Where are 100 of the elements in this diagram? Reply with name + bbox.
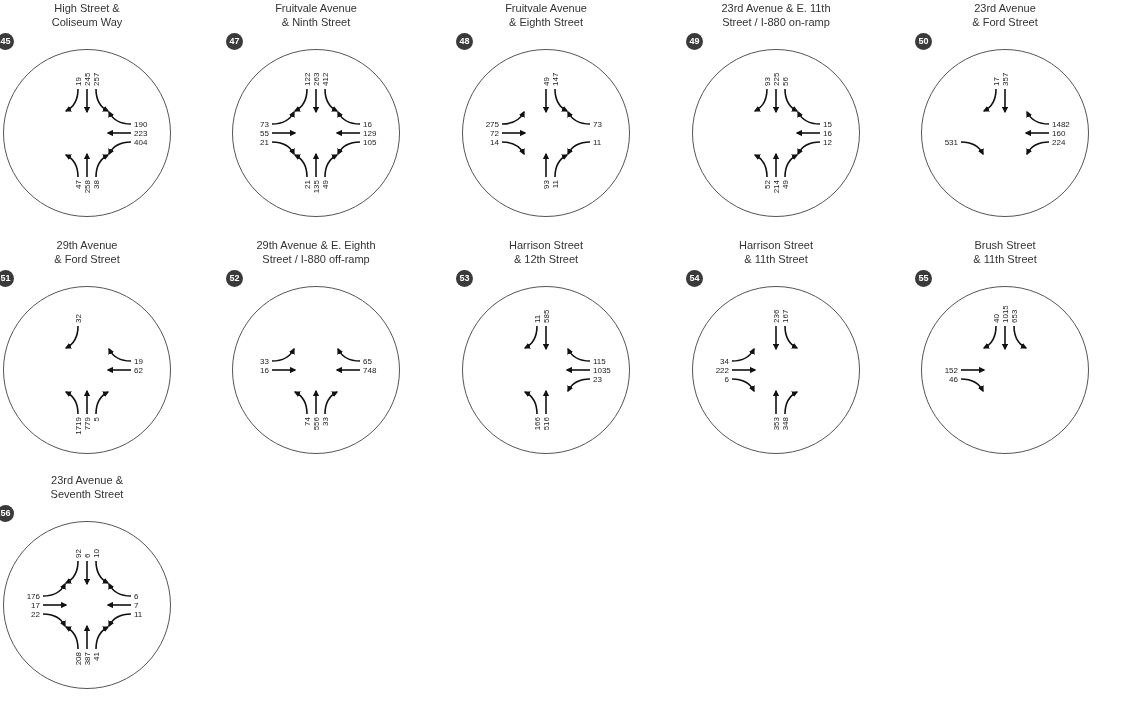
- traffic-volume: 16: [260, 365, 269, 375]
- traffic-volume: 105: [363, 137, 377, 147]
- traffic-volume: 147: [550, 72, 560, 86]
- traffic-volume: 531: [944, 137, 958, 147]
- traffic-volume: 10: [91, 549, 101, 558]
- traffic-volume: 11: [550, 180, 560, 189]
- intersection-title: 29th Avenue & E. Eighth Street / I-880 off-ramp: [255, 238, 377, 266]
- traffic-volume: 585: [541, 309, 551, 323]
- traffic-volume: 12: [823, 137, 832, 147]
- traffic-volume: 214: [771, 180, 781, 194]
- traffic-volume: 166: [532, 417, 542, 431]
- intersection-title: 23rd Avenue & Seventh Street: [49, 473, 125, 501]
- traffic-volume: 46: [949, 374, 958, 384]
- traffic-volume: 21: [260, 137, 269, 147]
- traffic-volume: 348: [780, 417, 790, 431]
- number-badge: 54: [686, 270, 703, 287]
- traffic-volume: 49: [320, 180, 330, 189]
- traffic-volume: 6: [82, 553, 92, 558]
- traffic-volume: 404: [134, 137, 148, 147]
- traffic-volume: 275: [485, 119, 499, 129]
- traffic-volume: 40: [991, 314, 1001, 323]
- traffic-volume: 779: [82, 417, 92, 431]
- traffic-volume: 93: [762, 77, 772, 86]
- traffic-volume: 65: [363, 356, 372, 366]
- traffic-volume: 353: [771, 417, 781, 431]
- traffic-volume: 56: [780, 77, 790, 86]
- traffic-volume: 225: [771, 72, 781, 86]
- traffic-volume: 236: [771, 309, 781, 323]
- traffic-volume: 11: [593, 137, 602, 147]
- traffic-volume: 19: [73, 77, 83, 86]
- traffic-volume: 73: [593, 119, 602, 129]
- intersection-title: 23rd Avenue & Ford Street: [971, 1, 1039, 29]
- number-badge: 48: [456, 33, 473, 50]
- traffic-volume: 224: [1052, 137, 1066, 147]
- number-badge: 55: [915, 270, 932, 287]
- intersection-title: Fruitvale Avenue & Ninth Street: [274, 1, 358, 29]
- traffic-volume: 49: [780, 180, 790, 189]
- traffic-volume: 167: [780, 309, 790, 323]
- traffic-volume: 22: [31, 609, 40, 619]
- intersection-title: Harrison Street & 12th Street: [508, 238, 584, 266]
- traffic-volume: 748: [363, 365, 377, 375]
- traffic-volume: 49: [541, 77, 551, 86]
- intersection-title: Fruitvale Avenue & Eighth Street: [504, 1, 588, 29]
- traffic-volume: 19: [134, 356, 143, 366]
- traffic-volume: 17: [31, 600, 40, 610]
- traffic-volume: 357: [1000, 72, 1010, 86]
- traffic-volume: 74: [302, 417, 312, 426]
- number-badge: 56: [0, 505, 14, 522]
- traffic-volume: 92: [73, 549, 83, 558]
- traffic-volume: 160: [1052, 128, 1066, 138]
- traffic-volume: 52: [762, 180, 772, 189]
- traffic-volume: 1035: [593, 365, 611, 375]
- traffic-volume: 73: [260, 119, 269, 129]
- traffic-volume: 16: [823, 128, 832, 138]
- traffic-volume: 245: [82, 72, 92, 86]
- traffic-volume: 41: [91, 652, 101, 661]
- traffic-volume: 1482: [1052, 119, 1070, 129]
- traffic-volume: 38: [91, 180, 101, 189]
- traffic-volume: 62: [134, 365, 143, 375]
- intersection-title: High Street & Coliseum Way: [50, 1, 124, 29]
- traffic-volume: 34: [720, 356, 729, 366]
- traffic-volume: 14: [490, 137, 499, 147]
- traffic-volume: 412: [320, 72, 330, 86]
- traffic-volume: 208: [73, 652, 83, 666]
- intersection-title: 23rd Avenue & E. 11th Street / I-880 on-ramp: [720, 1, 832, 29]
- traffic-volume: 6: [134, 591, 139, 601]
- traffic-volume: 115: [593, 356, 606, 366]
- traffic-volume: 263: [311, 72, 321, 86]
- number-badge: 49: [686, 33, 703, 50]
- traffic-volume: 135: [311, 180, 321, 194]
- traffic-volume: 15: [823, 119, 832, 129]
- traffic-volume: 32: [73, 314, 83, 323]
- number-badge: 45: [0, 33, 14, 50]
- traffic-volume: 516: [541, 417, 551, 431]
- intersection-title: 29th Avenue & Ford Street: [53, 238, 121, 266]
- traffic-volume: 5: [91, 417, 101, 422]
- traffic-volume: 33: [320, 417, 330, 426]
- traffic-volume: 223: [134, 128, 148, 138]
- traffic-volume: 1719: [73, 417, 83, 435]
- traffic-volume: 16: [363, 119, 372, 129]
- traffic-volume: 176: [26, 591, 40, 601]
- traffic-volume: 122: [302, 72, 312, 86]
- traffic-volume: 7: [134, 600, 139, 610]
- traffic-volume: 17: [991, 77, 1001, 86]
- traffic-volume: 152: [944, 365, 958, 375]
- number-badge: 51: [0, 270, 14, 287]
- number-badge: 52: [226, 270, 243, 287]
- traffic-volume: 653: [1009, 309, 1019, 323]
- traffic-volume: 23: [593, 374, 602, 384]
- traffic-volume: 387: [82, 652, 92, 666]
- number-badge: 50: [915, 33, 932, 50]
- traffic-volume: 1015: [1000, 305, 1010, 323]
- traffic-volume: 257: [91, 72, 101, 86]
- traffic-volume: 21: [302, 180, 312, 189]
- traffic-volume: 93: [541, 180, 551, 189]
- traffic-volume: 33: [260, 356, 269, 366]
- traffic-volume: 55: [260, 128, 269, 138]
- traffic-volume: 129: [363, 128, 377, 138]
- number-badge: 53: [456, 270, 473, 287]
- traffic-volume: 6: [724, 374, 729, 384]
